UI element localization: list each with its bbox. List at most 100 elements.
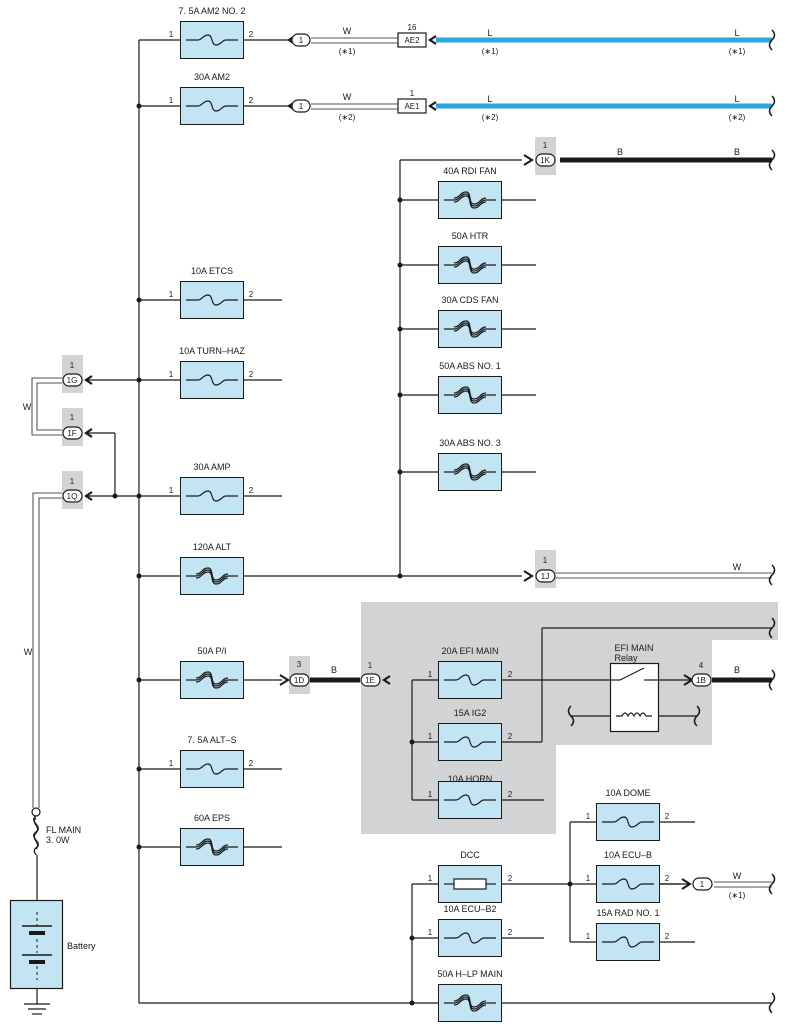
connector-AE2: AE2 16 [397,23,437,48]
svg-text:1Q: 1Q [67,492,78,501]
fuse-htr: 50A HTR [438,231,502,284]
fuse-alt-s: 7. 5A ALT–S 1 2 [169,735,254,788]
fuse-label: 30A AM2 [194,72,230,82]
svg-text:L: L [487,94,492,104]
svg-text:(∗1): (∗1) [482,47,499,56]
fuse-horn: 10A HORN 1 2 [428,774,513,819]
svg-text:2: 2 [249,759,254,768]
fuse-label: 10A ETCS [191,266,233,276]
svg-text:(∗2): (∗2) [482,113,499,122]
svg-text:1: 1 [169,486,174,495]
relay-sub: Relay [614,653,638,663]
fuse-label: 20A EFI MAIN [441,646,498,656]
fuse-hlp-main: 50A H–LP MAIN [437,969,503,1022]
svg-text:1: 1 [428,874,433,883]
svg-text:L: L [734,28,739,38]
fuse-label: 50A H–LP MAIN [437,969,502,979]
svg-text:(∗2): (∗2) [339,113,356,122]
fuse-label: DCC [460,850,480,860]
svg-text:1: 1 [169,290,174,299]
svg-text:1: 1 [428,670,433,679]
svg-text:B: B [331,665,337,675]
svg-text:2: 2 [508,790,513,799]
fuse-label: 7. 5A AM2 NO. 2 [178,6,245,16]
svg-text:1: 1 [586,874,591,883]
svg-text:B: B [617,147,623,157]
svg-text:1: 1 [586,932,591,941]
fuse-label: 30A AMP [193,462,230,472]
svg-text:2: 2 [508,874,513,883]
svg-text:2: 2 [508,732,513,741]
svg-text:1D: 1D [294,676,304,685]
svg-text:1: 1 [70,361,75,370]
svg-text:4: 4 [699,661,704,670]
svg-text:2: 2 [249,290,254,299]
fuse-label: 15A IG2 [454,708,487,718]
connector-1-am2: 1 [287,99,311,113]
connector-1E: 1E 1 [360,661,391,687]
fuse-am2-no2: 7. 5A AM2 NO. 2 1 2 [169,6,254,59]
junction-dots [112,103,573,1006]
svg-text:2: 2 [249,370,254,379]
fuse-abs-no1: 50A ABS NO. 1 [438,361,502,414]
svg-text:2: 2 [508,928,513,937]
svg-text:AE1: AE1 [404,102,420,111]
svg-text:1: 1 [543,556,548,565]
main-bus-lines [36,39,772,1004]
fuse-label: 10A TURN–HAZ [179,346,245,356]
fuse-label: 40A RDI FAN [443,166,497,176]
svg-text:1: 1 [169,759,174,768]
svg-text:2: 2 [249,30,254,39]
connector-1F: 1F 1 [62,408,93,446]
connector-1-top: 1 [287,33,311,47]
fl-main-fusible-link: FL MAIN 3. 0W [31,807,81,856]
connector-AE1: AE1 1 [397,89,437,114]
fuse-ecu-b2: 10A ECU–B2 1 2 [428,904,513,957]
svg-text:16: 16 [408,23,417,32]
fuse-label: 10A HORN [448,774,493,784]
svg-text:W: W [343,26,352,36]
svg-text:2: 2 [508,670,513,679]
svg-text:1: 1 [700,880,705,889]
wire-breaks [567,29,776,1014]
fuse-label: 30A CDS FAN [441,295,498,305]
battery: Battery [9,899,96,990]
svg-text:2: 2 [665,874,670,883]
fl-main-size: 3. 0W [46,835,70,845]
fuse-efi-main: 20A EFI MAIN 1 2 [428,646,513,699]
svg-text:W: W [24,647,33,657]
fuse-label: 7. 5A ALT–S [187,735,236,745]
svg-text:1B: 1B [696,676,706,685]
svg-text:B: B [734,147,740,157]
svg-text:1: 1 [410,89,415,98]
svg-text:1F: 1F [67,429,76,438]
svg-text:(∗2): (∗2) [729,113,746,122]
svg-text:AE2: AE2 [404,36,420,45]
svg-text:3: 3 [297,660,302,669]
ground-icon [24,1003,50,1015]
svg-text:2: 2 [249,486,254,495]
fuse-label: 30A ABS NO. 3 [439,438,501,448]
svg-text:1: 1 [70,413,75,422]
fuse-abs-no3: 30A ABS NO. 3 [438,438,502,491]
fuse-ig2: 15A IG2 1 2 [428,708,513,761]
fuse-label: 15A RAD NO. 1 [596,908,659,918]
connector-1Q: 1Q 1 [62,471,93,509]
fl-main-name: FL MAIN [46,825,81,835]
battery-label: Battery [67,941,96,951]
fuse-label: 50A P/I [197,646,226,656]
svg-text:W: W [733,562,742,572]
relay-block-shade [361,602,778,834]
svg-text:W: W [343,92,352,102]
fuse-am2: 30A AM2 1 2 [169,72,254,125]
fuse-ecu-b: 10A ECU–B 1 2 [586,850,670,903]
fuse-cds-fan: 30A CDS FAN [438,295,502,348]
svg-text:1: 1 [428,732,433,741]
svg-text:1: 1 [169,30,174,39]
fuse-label: 10A DOME [605,788,650,798]
svg-text:1: 1 [543,141,548,150]
svg-text:2: 2 [665,812,670,821]
svg-text:B: B [734,665,740,675]
